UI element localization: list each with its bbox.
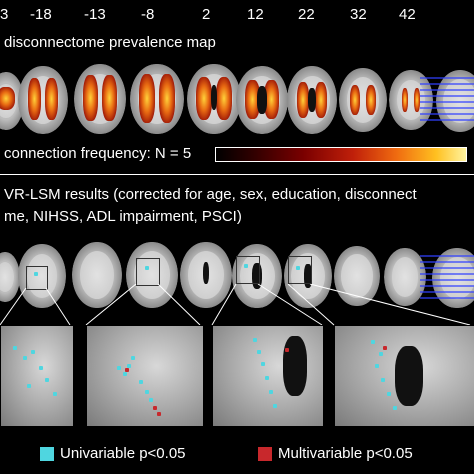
prevalence-map-title: disconnectome prevalence map [4,34,216,51]
brain-slice [74,64,126,134]
brain-slice [0,252,20,302]
slice-number: 22 [298,6,315,23]
brain-slice [384,248,426,306]
colorbar [215,147,467,162]
zoom-connectors [0,284,471,326]
brain-slice [187,64,241,134]
slice-number: 3 [0,6,9,23]
brain-slice [72,242,122,308]
zoom-panel [86,325,204,427]
vr-lsm-title-line1: VR-LSM results (corrected for age, sex, … [4,186,417,203]
slice-number: -18 [30,6,52,23]
slice-number: 2 [202,6,211,23]
slice-number: 42 [399,6,416,23]
univariable-swatch [40,447,54,461]
brain-slice [126,242,178,308]
brain-slice [236,66,288,134]
brain-slice [18,66,68,134]
slice-position-lines [420,77,474,121]
zoom-panel [212,325,324,427]
brain-slice [130,64,184,134]
zoom-region-box [26,266,48,290]
vr-lsm-title-line2: me, NIHSS, ADL impairment, PSCI) [4,208,242,225]
slice-number: -8 [141,6,155,23]
univariable-label: Univariable p<0.05 [60,445,186,462]
brain-slice [339,68,387,132]
slice-number: -13 [84,6,106,23]
brain-slice [232,244,282,308]
zoom-region-box [236,256,260,284]
brain-slice [284,244,332,308]
multivariable-swatch [258,447,272,461]
brain-slice [180,242,232,308]
zoom-panel [334,325,474,427]
multivariable-label: Multivariable p<0.05 [278,445,413,462]
slice-number: 32 [350,6,367,23]
zoom-region-box [136,258,160,286]
slice-position-lines [420,255,474,299]
colorbar-label: connection frequency: N = 5 [4,145,192,162]
zoom-region-box [288,256,312,284]
panel-divider [0,174,474,175]
slice-number: 12 [247,6,264,23]
brain-sagittal [436,70,474,132]
zoom-panel [0,325,74,427]
brain-slice [287,66,337,134]
